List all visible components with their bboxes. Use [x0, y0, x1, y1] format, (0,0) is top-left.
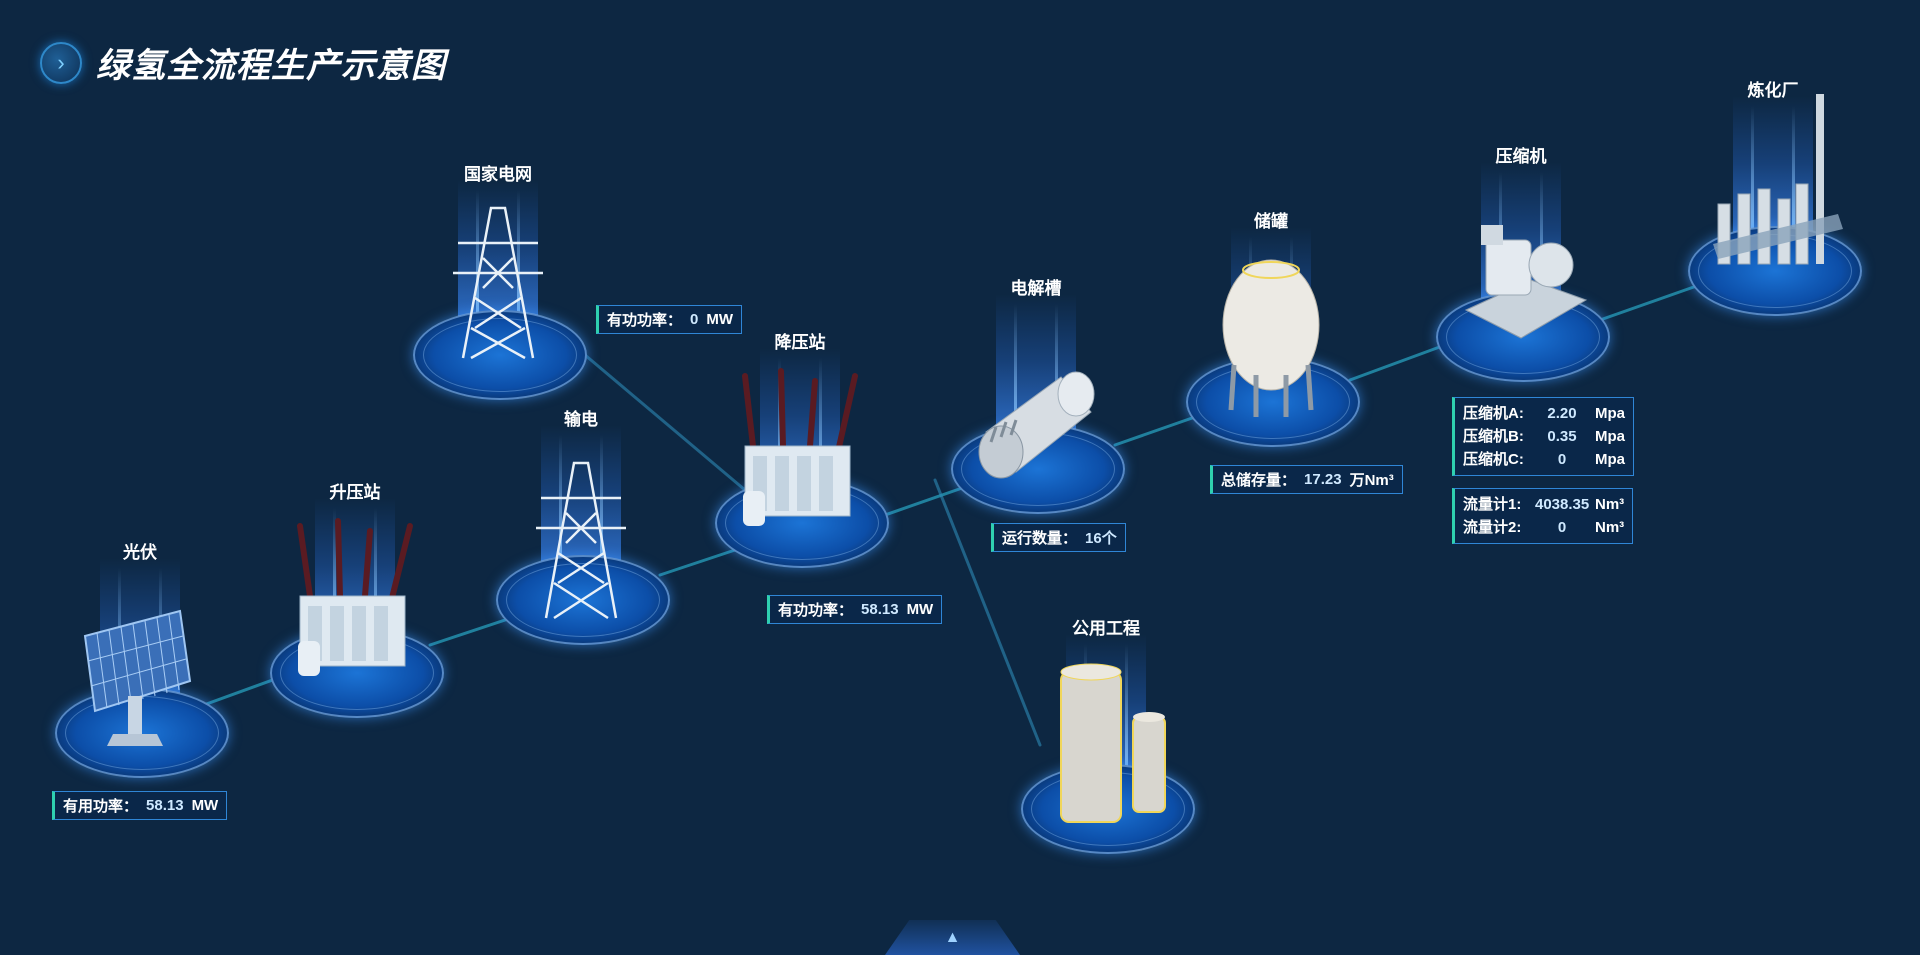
info-label: 流量计1:	[1463, 496, 1522, 513]
node-label: 国家电网	[464, 165, 532, 184]
node-compressor[interactable]: 压缩机	[1436, 142, 1610, 382]
solar-panel-icon	[83, 609, 192, 746]
info-value: 0	[690, 311, 699, 328]
storage-tank-icon	[1060, 663, 1166, 823]
info-label: 流量计2:	[1463, 519, 1522, 536]
info-label: 运行数量：	[1002, 530, 1078, 547]
node-label: 公用工程	[1072, 619, 1140, 638]
info-value: 58.13	[146, 797, 184, 814]
pv-power-panel: 有用功率： 58.13 MW	[52, 791, 228, 820]
info-unit: MW	[906, 601, 934, 618]
hydrogen-tank-icon	[1222, 259, 1320, 417]
expand-panel-button[interactable]: ▲	[885, 920, 1020, 955]
info-value: 16个	[1085, 530, 1117, 547]
info-label: 有功功率：	[607, 312, 683, 329]
flowmeter-panel: 流量计1: 4038.35 Nm³ 流量计2: 0 Nm³	[1452, 488, 1634, 544]
compressor-row-b: 压缩机B: 0.35 Mpa	[1463, 425, 1625, 448]
transformer-icon	[297, 518, 413, 676]
light-beam	[458, 180, 538, 330]
platform-disc	[413, 310, 587, 400]
info-value: 2.20	[1547, 405, 1577, 422]
node-utilities[interactable]: 公用工程	[1021, 614, 1195, 854]
info-unit: MW	[191, 797, 219, 814]
node-label: 光伏	[123, 543, 157, 562]
link-storage-compressor	[1348, 343, 1447, 382]
info-unit: 万Nm³	[1349, 472, 1394, 489]
node-label: 炼化厂	[1747, 81, 1799, 100]
storage-total-panel: 总储存量： 17.23 万Nm³	[1210, 465, 1403, 494]
stepdown-power-panel: 有功功率： 58.13 MW	[767, 595, 943, 624]
info-unit: Nm³	[1595, 519, 1625, 536]
info-value: 4038.35	[1535, 496, 1590, 513]
info-value: 0.35	[1547, 428, 1577, 445]
info-label: 有用功率：	[63, 798, 139, 815]
info-unit: Mpa	[1595, 451, 1625, 468]
power-tower-icon	[536, 461, 626, 620]
light-beam	[541, 425, 621, 575]
node-transmission[interactable]: 输电	[496, 405, 670, 645]
link-compressor-refinery	[1598, 281, 1707, 322]
info-unit: Mpa	[1595, 428, 1625, 445]
info-label: 总储存量：	[1221, 472, 1297, 489]
info-value: 0	[1557, 519, 1567, 536]
compressor-pressure-panel: 压缩机A: 2.20 Mpa 压缩机B: 0.35 Mpa 压缩机C: 0 Mp…	[1452, 397, 1634, 476]
info-value: 0	[1557, 451, 1567, 468]
page-title: 绿氢全流程生产示意图	[96, 47, 446, 85]
node-national-grid[interactable]: 国家电网	[413, 160, 587, 400]
info-label: 压缩机B:	[1463, 428, 1524, 445]
info-unit: MW	[706, 311, 734, 328]
node-label: 降压站	[774, 333, 826, 352]
node-electrolyzer[interactable]: 电解槽	[951, 274, 1125, 514]
compressor-icon	[1464, 225, 1588, 339]
node-label: 升压站	[329, 483, 381, 502]
node-label: 电解槽	[1010, 279, 1062, 298]
info-unit: Nm³	[1595, 496, 1625, 513]
node-pv[interactable]: 光伏	[55, 538, 229, 778]
grid-power-panel: 有功功率： 0 MW	[596, 305, 743, 334]
flowmeter-row-1: 流量计1: 4038.35 Nm³	[1463, 493, 1624, 516]
electrolyzer-count-panel: 运行数量： 16个	[991, 523, 1126, 552]
power-tower-icon	[453, 206, 543, 360]
info-label: 压缩机C:	[1463, 451, 1524, 468]
electrolyzer-icon	[978, 371, 1095, 479]
transformer-icon	[742, 368, 858, 526]
chevron-up-icon: ▲	[944, 928, 961, 946]
compressor-row-a: 压缩机A: 2.20 Mpa	[1463, 402, 1625, 425]
node-label: 输电	[564, 410, 598, 429]
node-label: 储罐	[1254, 212, 1288, 231]
info-unit: Mpa	[1595, 405, 1625, 422]
info-value: 58.13	[861, 601, 899, 618]
link-electrolyzer-utilities	[933, 478, 1042, 747]
node-refinery[interactable]: 炼化厂	[1688, 76, 1862, 316]
chevron-right-icon[interactable]: ›	[40, 41, 82, 84]
compressor-row-c: 压缩机C: 0 Mpa	[1463, 448, 1625, 471]
info-label: 有功功率：	[778, 602, 854, 619]
node-storage-tank[interactable]: 储罐	[1186, 207, 1360, 447]
node-step-up-station[interactable]: 升压站	[270, 478, 444, 718]
info-value: 17.23	[1304, 471, 1342, 488]
page-header: › 绿氢全流程生产示意图	[40, 38, 446, 87]
info-label: 压缩机A:	[1463, 405, 1524, 422]
node-step-down-station[interactable]: 降压站	[715, 328, 889, 568]
refinery-icon	[1713, 94, 1843, 265]
link-grid-stepdown	[583, 353, 747, 492]
node-label: 压缩机	[1495, 147, 1547, 166]
flowmeter-row-2: 流量计2: 0 Nm³	[1463, 516, 1624, 539]
